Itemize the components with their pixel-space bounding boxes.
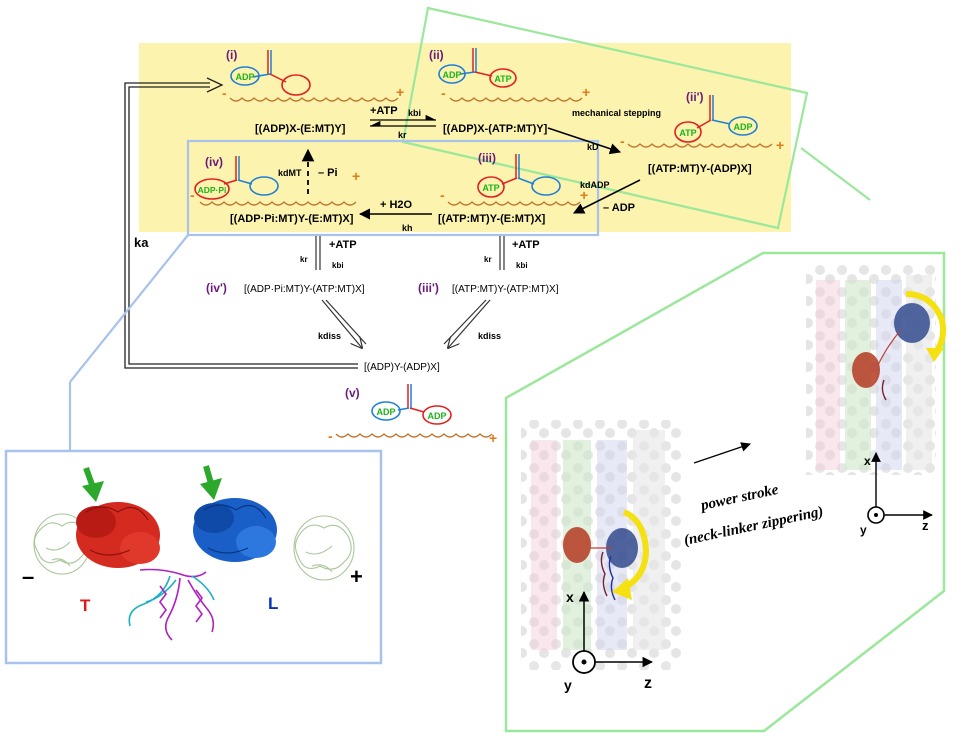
plus-end-i: + xyxy=(396,84,404,100)
svg-text:ATP: ATP xyxy=(679,128,696,138)
state-iv-formula: [(ADP·Pi:MT)Y-(E:MT)X] xyxy=(230,213,354,225)
svg-text:– ADP: – ADP xyxy=(603,202,635,214)
svg-text:kdiss: kdiss xyxy=(478,331,501,341)
mt-lattice-before xyxy=(521,420,681,670)
svg-text:ATP: ATP xyxy=(482,183,499,193)
head-adp-i xyxy=(230,66,260,86)
detachment-pathways: ka +ATP kr kbi +ATP kr kbi (iv') [(ADP·P… xyxy=(124,77,559,373)
leading-head xyxy=(193,498,277,562)
svg-text:kh: kh xyxy=(402,223,413,233)
svg-text:+ATP: +ATP xyxy=(329,239,357,251)
axes-before: x y z xyxy=(564,589,654,693)
mt-lattice-after xyxy=(806,265,947,475)
state-v-formula: [(ADP)Y-(ADP)X] xyxy=(364,362,440,373)
state-iv-prime-formula: [(ADP·Pi:MT)Y-(ATP:MT)X] xyxy=(244,284,365,295)
state-ii-prime-formula: [(ATP:MT)Y-(ADP)X] xyxy=(648,163,752,175)
state-ii-label: (ii) xyxy=(429,48,444,62)
svg-text:x: x xyxy=(864,454,871,468)
svg-text:-: - xyxy=(440,187,445,203)
svg-text:+: + xyxy=(580,187,588,203)
svg-text:mechanical stepping: mechanical stepping xyxy=(572,108,661,118)
head-empty-i xyxy=(281,74,311,96)
trailing-head xyxy=(76,502,160,568)
k-a-label: ka xyxy=(134,235,149,250)
svg-text:kdiss: kdiss xyxy=(318,331,341,341)
state-iii: (iii) - + ATP [(ATP:MT)Y-(E:MT)X] xyxy=(438,151,588,225)
stepping-frame xyxy=(401,6,809,230)
svg-text:ADP: ADP xyxy=(427,411,446,421)
microtubule-ii xyxy=(449,97,583,102)
svg-text:kbi: kbi xyxy=(408,108,421,118)
plus-end-label: + xyxy=(350,564,363,589)
svg-text:ADP: ADP xyxy=(442,70,461,80)
stroke-arrow-after xyxy=(905,291,947,354)
state-ii-prime-label: (ii') xyxy=(686,90,704,104)
binding-arrow-left xyxy=(82,466,104,502)
svg-text:-: - xyxy=(190,187,195,203)
svg-text:– Pi: – Pi xyxy=(318,167,338,179)
svg-text:ADP: ADP xyxy=(376,407,395,417)
svg-text:+: + xyxy=(582,84,590,100)
svg-text:+ATP: +ATP xyxy=(512,239,540,251)
state-iii-prime-label: (iii') xyxy=(418,281,439,295)
svg-text:y: y xyxy=(860,523,867,537)
state-i-formula: [(ADP)X-(E:MT)Y] xyxy=(255,123,346,135)
svg-text:+ H2O: + H2O xyxy=(380,199,413,211)
svg-text:+: + xyxy=(776,137,784,153)
state-iv-label: (iv) xyxy=(205,155,223,169)
state-iii-label: (iii) xyxy=(478,151,496,165)
svg-text:z: z xyxy=(922,518,929,533)
svg-text:ADP·Pi: ADP·Pi xyxy=(198,185,227,195)
trailing-head-label: T xyxy=(80,596,91,615)
svg-text:kr: kr xyxy=(300,255,308,264)
svg-text:-: - xyxy=(441,85,446,101)
svg-text:x: x xyxy=(566,589,574,605)
svg-text:kD: kD xyxy=(587,142,599,152)
axes-after: x y z xyxy=(860,452,933,537)
state-i-label: (i) xyxy=(226,48,237,62)
leading-head-label: L xyxy=(268,594,278,613)
svg-text:kr: kr xyxy=(484,255,492,264)
svg-text:kdMT: kdMT xyxy=(278,168,302,178)
structure-panel: – + T L xyxy=(4,234,383,665)
svg-text:ADP: ADP xyxy=(733,122,752,132)
state-ii-prime: mechanical stepping (ii') - + ATP ADP [(… xyxy=(572,90,784,175)
hydrolysis-frame xyxy=(186,139,600,237)
tubulin-right xyxy=(293,515,355,581)
svg-text:kr: kr xyxy=(398,130,407,140)
svg-text:kbi: kbi xyxy=(516,261,528,270)
svg-text:z: z xyxy=(644,675,652,692)
svg-text:+ATP: +ATP xyxy=(370,105,398,117)
state-v: (v) ADP ADP - + xyxy=(328,384,497,446)
minus-end-i: - xyxy=(222,85,227,101)
cycle-diagram: (i) - + ADP [(ADP)X-(E:MT)Y] (ii) - + AD… xyxy=(139,6,809,237)
binding-arrow-right xyxy=(200,465,222,500)
state-iii-prime-formula: [(ATP:MT)Y-(ATP:MT)X] xyxy=(452,284,559,295)
svg-text:y: y xyxy=(564,677,572,693)
stroke-arrow-before xyxy=(622,509,650,591)
state-ii: (ii) - + ADP ATP [(ADP)X-(ATP:MT)Y] xyxy=(429,48,590,135)
svg-text:+: + xyxy=(352,168,360,184)
svg-text:ATP: ATP xyxy=(494,74,511,84)
minus-end-label: – xyxy=(22,564,34,589)
neck-coiled-coil xyxy=(128,568,215,641)
power-stroke-panel: power stroke (neck-linker zippering) x y… xyxy=(504,147,947,733)
svg-text:+: + xyxy=(489,430,497,446)
svg-text:kdADP: kdADP xyxy=(580,180,610,190)
state-v-label: (v) xyxy=(345,386,360,400)
state-iv: (iv) - + ADP·Pi [(ADP·Pi:MT)Y-(E:MT)X] xyxy=(190,155,360,225)
state-iii-formula: [(ATP:MT)Y-(E:MT)X] xyxy=(438,213,546,225)
microtubule-i xyxy=(229,97,399,102)
state-iv-prime-label: (iv') xyxy=(206,281,227,295)
svg-text:-: - xyxy=(328,428,333,444)
svg-text:kbi: kbi xyxy=(332,261,344,270)
state-i: (i) - + ADP [(ADP)X-(E:MT)Y] xyxy=(222,48,404,135)
state-ii-formula: [(ADP)X-(ATP:MT)Y] xyxy=(443,123,548,135)
svg-text:ADP: ADP xyxy=(235,72,254,82)
svg-text:-: - xyxy=(620,133,625,149)
